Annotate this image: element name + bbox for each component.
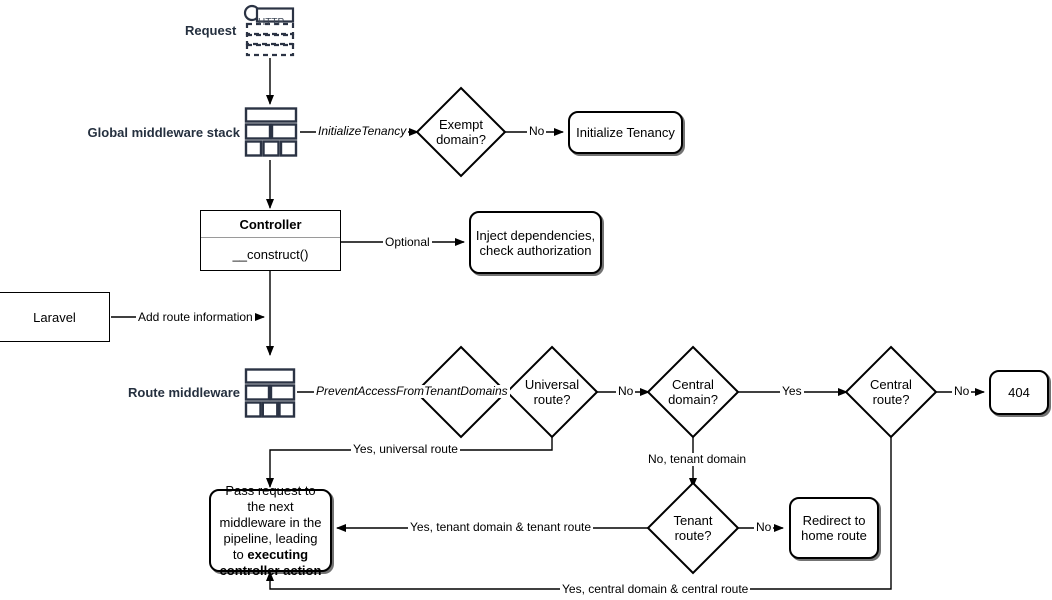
edge-label-universal-no: No [616, 384, 636, 398]
edge-label-yes-universal-route: Yes, universal route [351, 442, 460, 456]
edge-label-no-tenant-domain: No, tenant domain [646, 452, 749, 466]
node-inject-dependencies[interactable]: Inject dependencies, check authorization [469, 211, 602, 274]
decision-universal-route-shape [505, 345, 599, 439]
edge-label-initialize-tenancy-middleware: InitializeTenancy [316, 124, 409, 138]
inject-dependencies-line1: Inject dependencies, [475, 227, 596, 243]
edge-label-exempt-no: No [527, 124, 547, 138]
redirect-home-line2: home route [801, 528, 867, 543]
edge-label-yes-tenant-domain-tenant-route: Yes, tenant domain & tenant route [408, 520, 594, 534]
middleware-stack-icon [244, 107, 298, 157]
decision-exempt-domain-top-shape [415, 86, 507, 178]
global-middleware-stack-label: Global middleware stack [87, 125, 240, 140]
pass-request-bold-text: executing controller action [219, 546, 322, 578]
decision-tenant-route-shape [646, 481, 740, 575]
edge-label-yes-central-domain-central-route: Yes, central domain & central route [560, 582, 751, 596]
controller-header: Controller [201, 211, 340, 238]
node-laravel[interactable]: Laravel [0, 292, 110, 342]
http-badge-text: HTTP [258, 17, 285, 28]
node-controller[interactable]: Controller __construct() [200, 210, 341, 271]
edge-label-central-domain-yes: Yes [780, 384, 804, 398]
node-redirect-home-route[interactable]: Redirect to home route [789, 497, 879, 559]
edge-label-optional: Optional [383, 235, 432, 249]
http-request-icon [243, 4, 297, 58]
edge-label-add-route-information: Add route information [136, 310, 255, 324]
node-initialize-tenancy[interactable]: Initialize Tenancy [568, 111, 683, 154]
edge-label-central-route-no: No [952, 384, 972, 398]
redirect-home-line1: Redirect to [802, 513, 866, 528]
decision-central-route-shape [844, 345, 938, 439]
decision-central-domain-shape [646, 345, 740, 439]
request-label: Request [185, 23, 237, 38]
inject-dependencies-line2: check authorization [479, 242, 592, 258]
node-404[interactable]: 404 [989, 370, 1049, 415]
controller-construct-method: __construct() [232, 246, 309, 262]
edge-label-prevent-access-middleware: PreventAccessFromTenantDomains [314, 384, 510, 398]
route-middleware-label: Route middleware [128, 385, 240, 400]
pass-request-text: Pass request to the next middleware in t… [219, 482, 322, 562]
edge-label-tenant-route-no: No [754, 520, 774, 534]
route-middleware-stack-icon [244, 368, 296, 418]
node-pass-request-to-next-middleware[interactable]: Pass request to the next middleware in t… [209, 483, 332, 578]
